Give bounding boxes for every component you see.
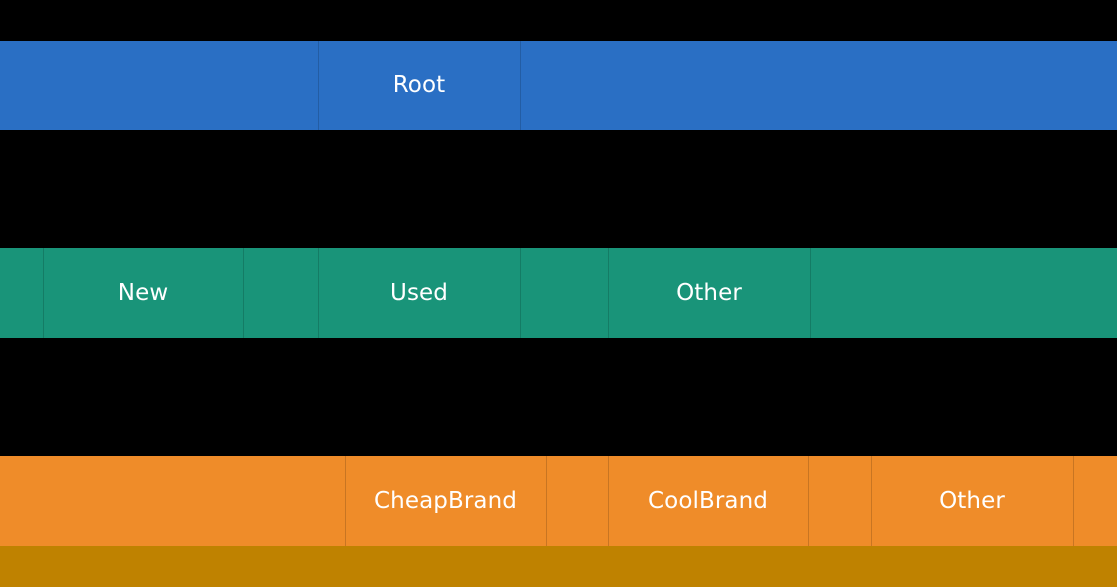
chart-node-label: Other <box>939 487 1005 514</box>
chart-node-cheapbrand[interactable]: CheapBrand <box>345 456 546 546</box>
chart-node-unlabeled[interactable] <box>0 41 318 130</box>
chart-node-unlabeled[interactable] <box>0 546 1117 587</box>
chart-node-label: Root <box>392 72 446 98</box>
chart-node-unlabeled[interactable] <box>1073 456 1117 546</box>
chart-node-new[interactable]: New <box>43 248 243 338</box>
chart-node-used[interactable]: Used <box>318 248 520 338</box>
chart-level-leaf-level <box>0 546 1117 587</box>
chart-node-unlabeled[interactable] <box>243 248 318 338</box>
chart-node-coolbrand[interactable]: CoolBrand <box>608 456 808 546</box>
chart-node-label: Other <box>676 279 742 306</box>
chart-node-unlabeled[interactable] <box>546 456 608 546</box>
chart-node-unlabeled[interactable] <box>808 456 871 546</box>
chart-node-unlabeled[interactable] <box>520 248 608 338</box>
chart-node-label: Used <box>390 279 448 306</box>
chart-node-other[interactable]: Other <box>871 456 1073 546</box>
chart-node-unlabeled[interactable] <box>810 248 1117 338</box>
chart-node-label: CoolBrand <box>648 487 768 514</box>
chart-node-unlabeled[interactable] <box>0 456 345 546</box>
chart-node-unlabeled[interactable] <box>0 248 43 338</box>
chart-level-root-level: Root <box>0 41 1117 130</box>
chart-node-root[interactable]: Root <box>318 41 520 130</box>
chart-node-label: New <box>117 279 169 306</box>
chart-node-other[interactable]: Other <box>608 248 810 338</box>
chart-node-unlabeled[interactable] <box>520 41 1117 130</box>
chart-level-condition-level: New Used Other <box>0 248 1117 338</box>
chart-node-label: CheapBrand <box>374 487 517 514</box>
chart-level-brand-level: CheapBrand CoolBrand Other <box>0 456 1117 546</box>
